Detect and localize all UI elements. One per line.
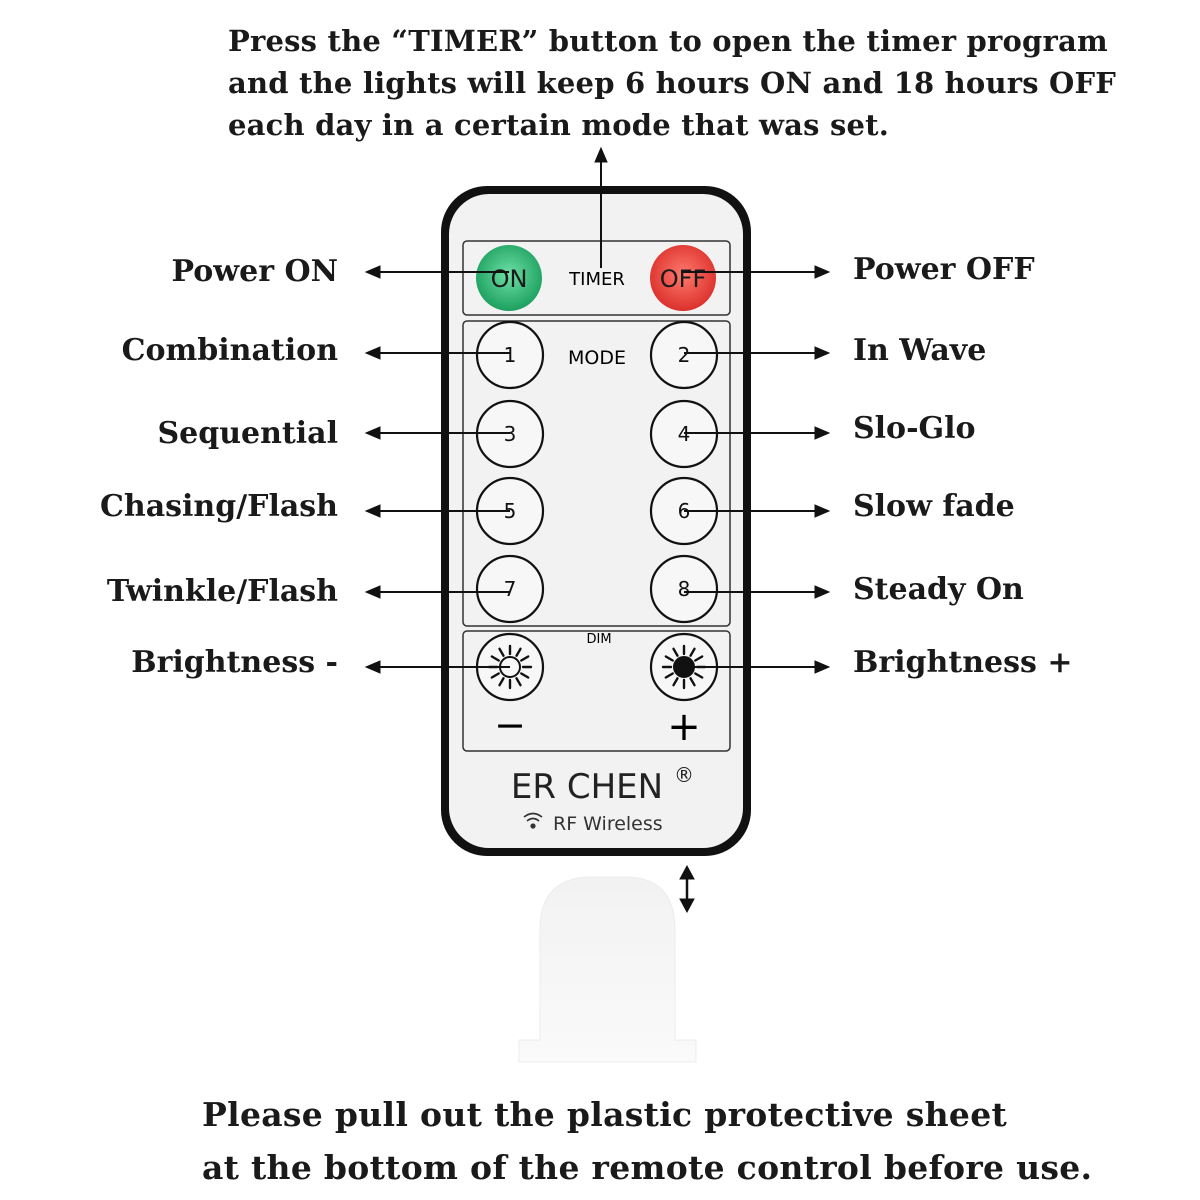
- mode-label: MODE: [568, 347, 626, 369]
- label-power-off: Power OFF: [853, 252, 1035, 287]
- arrow-twinkle-flash: [364, 585, 510, 599]
- label-in-wave: In Wave: [853, 333, 987, 368]
- timer-note-line-1: Press the “TIMER” button to open the tim…: [228, 24, 1108, 58]
- off-button-label: OFF: [660, 265, 707, 293]
- minus-sign: −: [494, 703, 526, 747]
- dim-label: DIM: [586, 632, 611, 647]
- arrow-slo-glo: [684, 426, 831, 440]
- plus-sign: +: [667, 704, 701, 750]
- bottom-note-line-1: Please pull out the plastic protective s…: [202, 1095, 1008, 1134]
- mode-button-8-label: 8: [678, 577, 691, 601]
- label-chasing-flash: Chasing/Flash: [100, 489, 338, 524]
- label-twinkle-flash: Twinkle/Flash: [106, 574, 338, 609]
- arrow-steady-on: [684, 585, 831, 599]
- mode-button-2-label: 2: [678, 343, 691, 367]
- label-slow-fade: Slow fade: [853, 489, 1015, 524]
- arrow-power-off: [683, 265, 831, 279]
- double-arrow-icon: [679, 864, 695, 914]
- timer-button[interactable]: TIMER: [568, 269, 625, 290]
- arrow-power-on: [364, 265, 509, 279]
- on-button[interactable]: [476, 245, 542, 311]
- label-sequential: Sequential: [157, 416, 338, 451]
- arrow-chasing-flash: [364, 504, 510, 518]
- mode-button-1[interactable]: [475, 320, 545, 390]
- bottom-note: Please pull out the plastic protective s…: [202, 1088, 1162, 1194]
- timer-note-line-3: each day in a certain mode that was set.: [228, 108, 890, 142]
- mode-button-8[interactable]: [649, 554, 719, 624]
- arrow-brightness-plus: [684, 660, 831, 674]
- timer-arrow: [594, 146, 608, 268]
- brand-name: ER CHEN: [511, 767, 663, 807]
- off-button[interactable]: [650, 245, 716, 311]
- label-combination: Combination: [121, 333, 338, 368]
- rf-wireless-label: RF Wireless: [553, 813, 663, 835]
- wifi-icon: [523, 812, 543, 829]
- label-steady-on: Steady On: [853, 572, 1024, 607]
- arrow-combination: [364, 346, 510, 360]
- registered-mark: ®: [674, 763, 694, 787]
- mode-button-7[interactable]: [475, 554, 545, 624]
- timer-note-line-2: and the lights will keep 6 hours ON and …: [228, 66, 1117, 100]
- timer-note: Press the “TIMER” button to open the tim…: [228, 20, 1128, 146]
- label-brightness-minus: Brightness -: [131, 645, 338, 680]
- arrow-in-wave: [684, 346, 831, 360]
- mode-button-2[interactable]: [649, 320, 719, 390]
- label-power-on: Power ON: [171, 254, 338, 289]
- arrow-brightness-minus: [364, 660, 510, 674]
- arrow-sequential: [364, 426, 510, 440]
- arrow-slow-fade: [684, 504, 831, 518]
- mode-panel: [462, 320, 731, 627]
- mode-button-1-label: 1: [504, 343, 517, 367]
- bottom-note-line-2: at the bottom of the remote control befo…: [202, 1148, 1093, 1187]
- on-button-label: ON: [491, 265, 528, 293]
- mode-button-7-label: 7: [504, 577, 517, 601]
- label-brightness-plus: Brightness +: [853, 645, 1073, 680]
- protective-sheet[interactable]: [518, 876, 697, 1063]
- label-slo-glo: Slo-Glo: [853, 411, 976, 446]
